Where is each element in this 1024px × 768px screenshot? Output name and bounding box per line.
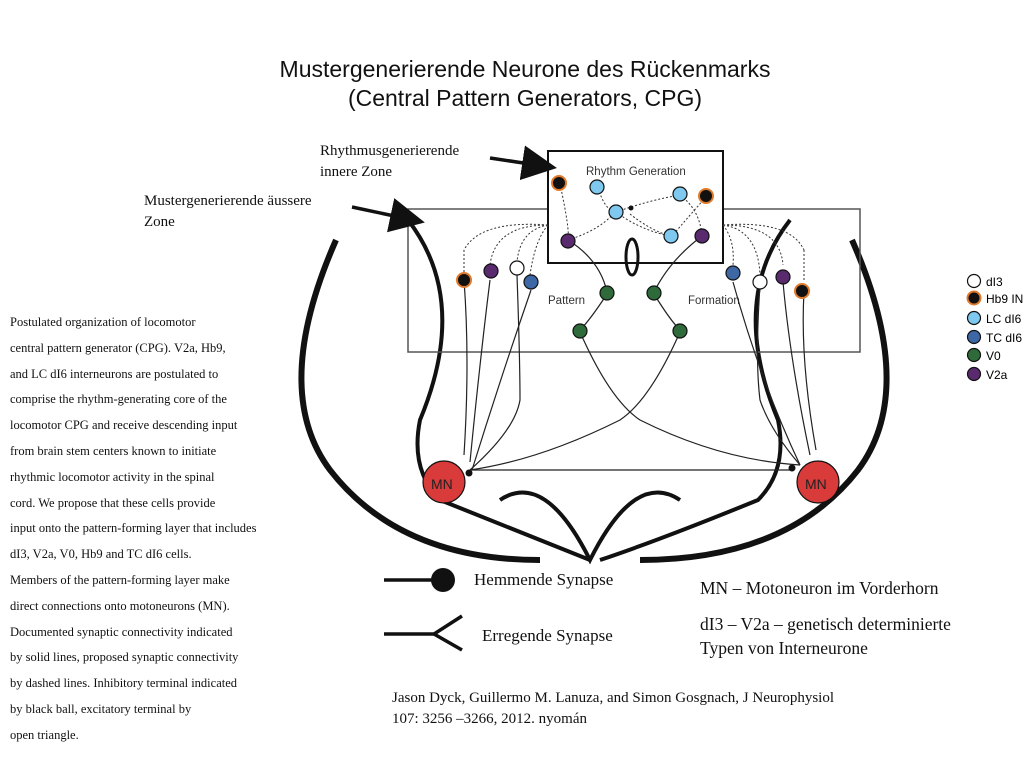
caption-line: from brain stem centers known to initiat… xyxy=(10,443,217,458)
grey-matter-right xyxy=(599,218,792,562)
outer-zone-callout: Mustergenerierende äussere Zone xyxy=(144,191,312,233)
excitatory-synapse-label: Erregende Synapse xyxy=(482,626,613,645)
inhibitory-terminal-left xyxy=(465,469,473,477)
v0-neuron-left-1 xyxy=(599,285,615,301)
inner-zone-label-1: Rhythmusgenerierende xyxy=(320,143,460,159)
legend-lc-di6-swatch xyxy=(966,310,982,326)
caption-line: Members of the pattern-forming layer mak… xyxy=(10,572,230,587)
ventral-fissure xyxy=(498,490,682,565)
caption-line: central pattern generator (CPG). V2a, Hb… xyxy=(10,340,226,355)
cell-type-legend: dI3 Hb9 IN LC dI6 TC dI6 V0 V2a xyxy=(966,273,1023,382)
inhibitory-synapse-symbol xyxy=(384,568,455,592)
outer-zone-arrow xyxy=(351,198,425,233)
legend-hb9-swatch xyxy=(966,290,982,306)
inner-zone-callout: Rhythmusgenerierende innere Zone xyxy=(320,141,459,183)
types-note-line-2: Typen von Interneurone xyxy=(700,638,868,658)
citation-line-2: 107: 3256 –3266, 2012. nyomán xyxy=(392,711,587,727)
grey-matter-left xyxy=(406,218,591,562)
lc-di6-neuron-rhythm-2 xyxy=(608,204,624,220)
page-title: Mustergenerierende Neurone des Rückenmar… xyxy=(200,55,850,113)
mn-note: MN – Motoneuron im Vorderhorn xyxy=(700,578,939,598)
caption-line: and LC dI6 interneurons are postulated t… xyxy=(10,366,219,381)
legend-v2a-swatch xyxy=(966,366,982,382)
di3-neuron-pattern-left xyxy=(509,260,525,276)
caption-line: direct connections onto motoneurons (MN)… xyxy=(10,598,230,613)
tc-di6-neuron-pattern-left xyxy=(523,274,539,290)
title-line-1: Mustergenerierende Neurone des Rückenmar… xyxy=(279,56,771,82)
inhibitory-terminal-right xyxy=(788,464,796,472)
legend-tc-di6-swatch xyxy=(966,329,982,345)
inhibitory-synapse-label: Hemmende Synapse xyxy=(474,570,614,589)
caption-line: Postulated organization of locomotor xyxy=(10,315,196,329)
v0-neuron-right-1 xyxy=(646,285,662,301)
caption-line: locomotor CPG and receive descending inp… xyxy=(10,418,238,433)
pattern-neurons-left xyxy=(456,260,615,339)
motoneuron-right xyxy=(796,460,840,504)
pattern-neurons-right xyxy=(646,265,810,339)
inner-zone-arrow xyxy=(489,145,557,181)
lc-di6-neuron-rhythm-4 xyxy=(663,228,679,244)
v2a-neuron-rhythm-left xyxy=(560,233,576,249)
outer-zone-label-1: Mustergenerierende äussere xyxy=(144,193,312,209)
legend-hb9-label: Hb9 IN xyxy=(986,292,1023,306)
title-line-2: (Central Pattern Generators, CPG) xyxy=(347,85,703,111)
inner-zone-label-2: innere Zone xyxy=(320,164,393,180)
rhythm-generation-label: Rhythm Generation xyxy=(586,166,686,178)
motoneuron-right-label: MN xyxy=(805,476,827,492)
caption-line: by black ball, excitatory terminal by xyxy=(10,701,192,716)
citation-line-1: Jason Dyck, Guillermo M. Lanuza, and Sim… xyxy=(392,690,835,706)
hb9-neuron-pattern-right xyxy=(794,283,810,299)
v2a-neuron-rhythm-right xyxy=(694,228,710,244)
hb9-neuron-pattern-left xyxy=(456,272,472,288)
caption-line: input onto the pattern-forming layer tha… xyxy=(10,521,257,536)
motoneuron-left-label: MN xyxy=(431,476,453,492)
caption-line: dI3, V2a, V0, Hb9 and TC dI6 cells. xyxy=(10,547,192,562)
figure-caption: Postulated organization of locomotor cent… xyxy=(10,310,310,749)
rhythm-neurons xyxy=(551,175,714,249)
citation: Jason Dyck, Guillermo M. Lanuza, and Sim… xyxy=(392,688,834,730)
legend-di3-swatch xyxy=(966,273,982,289)
legend-v2a-label: V2a xyxy=(986,368,1008,382)
legend-tc-di6-label: TC dI6 xyxy=(986,331,1022,345)
commissure-ring xyxy=(624,237,640,277)
v2a-neuron-pattern-right xyxy=(775,269,791,285)
v0-neuron-left-2 xyxy=(572,323,588,339)
motoneuron-left xyxy=(422,460,466,504)
tc-di6-neuron-pattern-right xyxy=(725,265,741,281)
excitatory-synapse-symbol xyxy=(384,614,463,652)
types-note: dI3 – V2a – genetisch determinierte Type… xyxy=(700,612,951,660)
v2a-neuron-pattern-left xyxy=(483,263,499,279)
legend-v0-swatch xyxy=(966,347,982,363)
caption-line: comprise the rhythm-generating core of t… xyxy=(10,392,227,407)
lc-di6-neuron-rhythm-1 xyxy=(589,179,605,195)
caption-line: cord. We propose that these cells provid… xyxy=(10,495,216,510)
caption-line: rhythmic locomotor activity in the spina… xyxy=(10,469,215,484)
pattern-dashed-right xyxy=(722,223,805,282)
v0-neuron-right-2 xyxy=(672,323,688,339)
caption-line: open triangle. xyxy=(10,727,79,742)
caption-line: by solid lines, proposed synaptic connec… xyxy=(10,650,239,665)
caption-line: Documented synaptic connectivity indicat… xyxy=(10,624,233,639)
types-note-line-1: dI3 – V2a – genetisch determinierte xyxy=(700,614,951,634)
spinal-cord-outline-left xyxy=(298,238,541,563)
outer-zone-label-2: Zone xyxy=(144,214,175,230)
pattern-label: Pattern xyxy=(548,295,585,307)
spinal-cord-outline-right xyxy=(639,238,890,563)
di3-neuron-pattern-right xyxy=(752,274,768,290)
hb9-neuron-rhythm-right xyxy=(698,188,714,204)
formation-label: Formation xyxy=(688,295,740,307)
lc-di6-neuron-rhythm-3 xyxy=(672,186,688,202)
hb9-neuron-rhythm-left xyxy=(551,175,567,191)
legend-v0-label: V0 xyxy=(986,349,1001,363)
legend-di3-label: dI3 xyxy=(986,275,1003,289)
legend-lc-di6-label: LC dI6 xyxy=(986,312,1022,326)
pattern-dashed-left xyxy=(463,223,549,276)
caption-line: by dashed lines. Inhibitory terminal ind… xyxy=(10,676,238,691)
inhibitory-terminal-rhythm xyxy=(628,205,634,211)
